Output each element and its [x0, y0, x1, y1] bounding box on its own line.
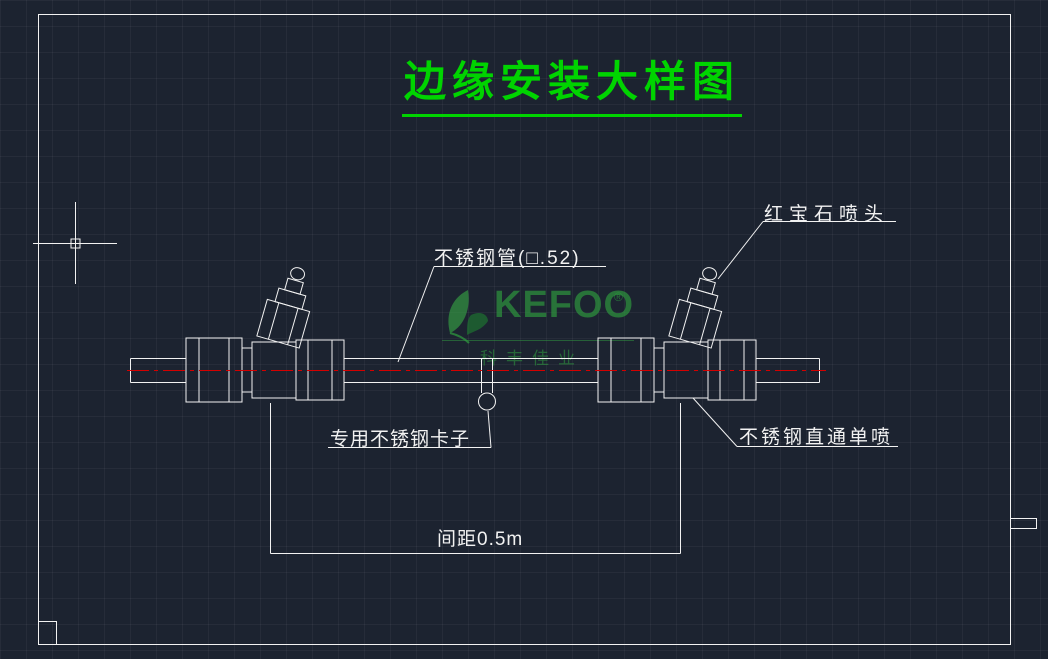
kefoo-watermark: KEFOO ® 科丰佳业 — [438, 282, 638, 372]
border-right-tab — [1010, 518, 1037, 529]
border-corner-block — [38, 621, 57, 645]
kefoo-leaf-icon — [448, 290, 488, 344]
leader-lines — [328, 221, 898, 448]
watermark-divider — [442, 340, 634, 341]
label-ruby-nozzle: 红宝石喷头 — [764, 204, 890, 225]
label-spacing-dimension: 间距0.5m — [437, 529, 524, 550]
crosshair-cursor — [33, 202, 117, 284]
left-nozzle-assembly — [185, 261, 345, 403]
label-stainless-pipe: 不锈钢管(□.52) — [434, 248, 581, 269]
watermark-subtitle: 科丰佳业 — [480, 349, 584, 368]
dimension-spacing — [270, 403, 681, 554]
pickbox — [70, 238, 81, 249]
label-stainless-clamp: 专用不锈钢卡子 — [330, 429, 471, 450]
drawing-title: 边缘安装大样图 — [402, 48, 743, 117]
border-frame — [38, 14, 1037, 645]
pipe-outline — [130, 358, 820, 383]
watermark-registered-mark: ® — [614, 290, 623, 304]
watermark-brand: KEFOO — [494, 284, 635, 326]
label-straight-single-spray: 不锈钢直通单喷 — [739, 427, 894, 448]
right-nozzle-assembly — [597, 261, 757, 403]
pipe-clamp — [478, 358, 496, 411]
